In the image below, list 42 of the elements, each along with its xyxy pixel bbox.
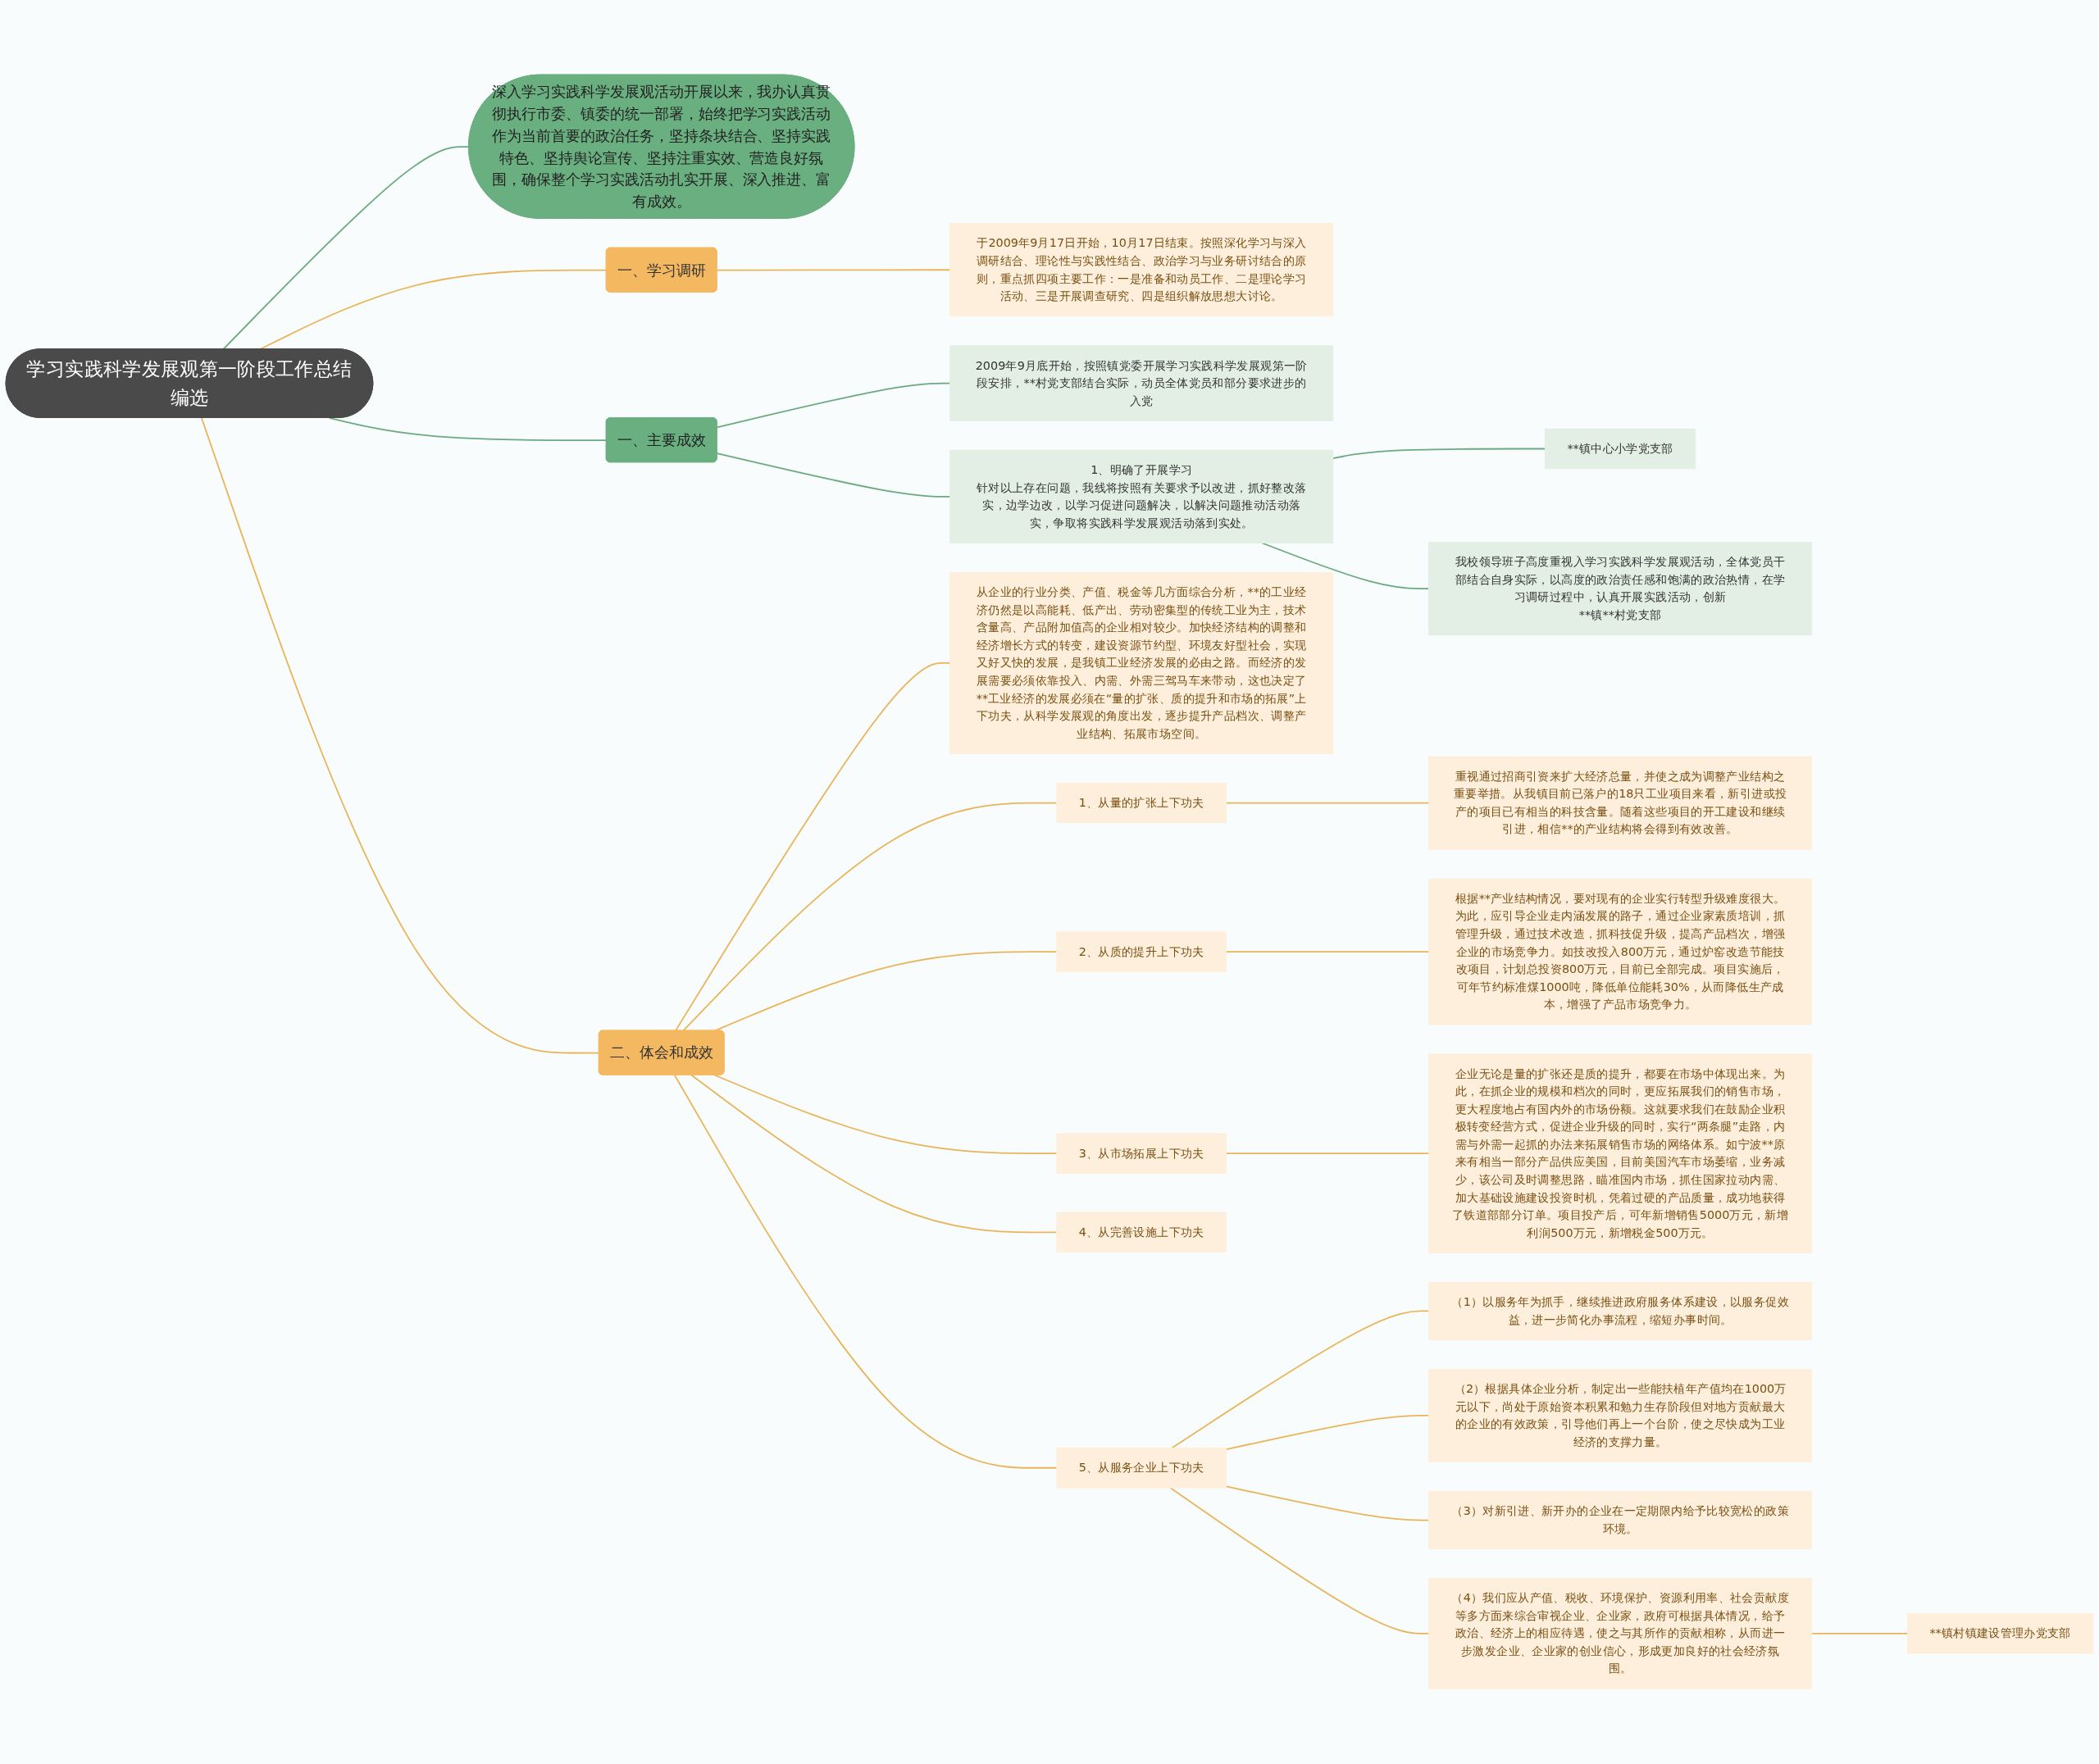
node-box: （2）根据具体企业分析，制定出一些能扶植年产值均在1000万元以下，尚处于原始资本积累和勉力生存阶段但对地方贡献最大的企业的有效政策，引导他们再上一个台阶，使之尽快成为工业经济的支撑力量。 [1428,1369,1813,1463]
connector [1169,1487,1430,1635]
connector [1225,802,1430,804]
connector [258,270,608,351]
connector [690,1074,1058,1234]
node-box: 5、从服务企业上下功夫 [1056,1448,1227,1489]
connector [1225,1153,1430,1155]
connector [1171,1310,1430,1449]
node-box: 2009年9月底开始，按照镇党委开展学习实践科学发展观第一阶段安排，**村党支部结合实际，动员全体党员和部分要求进步的入党 [949,345,1334,422]
connector [1225,951,1430,953]
node-box: **镇村镇建设管理办党支部 [1907,1613,2094,1654]
connector [200,417,600,1054]
connector [716,452,951,498]
node-box: （4）我们应从产值、税收、环境保护、资源利用率、社会贡献度等多方面来综合审视企业、企业家，政府可根据具体情况，给予政治、经济上的相应待遇，使之与其所作的贡献相称，从而进一步激发企业、企业家的创业信心，形成更加良好的社会经济氛围。 [1428,1578,1813,1689]
node-box: （3）对新引进、新开办的企业在一定期限内给予比较宽松的政策环境。 [1428,1491,1813,1550]
connector [673,1074,1058,1469]
connector [1261,542,1430,590]
connector [716,269,951,271]
node-box: 3、从市场拓展上下功夫 [1056,1133,1227,1175]
connector [1332,448,1546,460]
node-box: **镇中心小学党支部 [1545,429,1696,470]
connector [1225,1415,1430,1451]
connector [674,662,951,1032]
connector [1225,1485,1430,1521]
connector [713,951,1058,1032]
connector [713,1074,1058,1155]
node-box: 于2009年9月17日开始，10月17日结束。按照深化学习与深入调研结合、理论性与实践性结合、政治学习与业务研讨结合的原则，重点抓四项主要工作：一是准备和动员工作、二是理论学习活动、三是开展调查研究、四是组织解放思想大讨论。 [949,223,1334,317]
node-box: 1、明确了开展学习 针对以上存在问题，我线将按照有关要求予以改进，抓好整改落实，边学边改，以学习促进问题解决，以解决问题推动活动落实，争取将实践科学发展观活动落到实处。 [949,450,1334,544]
node-box: 2、从质的提升上下功夫 [1056,931,1227,973]
connector [716,382,951,429]
node-box: 1、从量的扩张上下功夫 [1056,783,1227,824]
node-box: 我校领导班子高度重视入学习实践科学发展观活动，全体党员干部结合自身实际，以高度的政治责任感和饱满的政治热情，在学习调研过程中，认真开展实践活动，创新 **镇**村党支部 [1428,542,1813,636]
node-box: 4、从完善设施上下功夫 [1056,1212,1227,1253]
connector [682,802,1058,1032]
node-box: 重视通过招商引资来扩大经济总量，并使之成为调整产业结构之重要举措。从我镇目前已落户的18只工业项目来看，新引进或投产的项目已有相当的科技含量。随着这些项目的开工建设和继续引进，相信**的产业结构将会得到有效改善。 [1428,756,1813,850]
node-box: 根据**产业结构情况，要对现有的企业实行转型升级难度很大。为此，应引导企业走内涵发展的路子，通过企业家素质培训，抓管理升级，通过技术改造，抓科技促升级，提高产品档次，增强企业的市场竞争力。如技改投入800万元，通过炉窑改造节能技改项目，计划总投资800万元，目前已全部完成。项目实施后，可年节约标准煤1000吨，降低单位能耗30%，从而降低生产成本，增强了产品市场竞争力。 [1428,878,1813,1025]
connector [222,146,470,351]
node-box: 从企业的行业分类、产值、税金等几方面综合分析，**的工业经济仍然是以高能耗、低产出、劳动密集型的传统工业为主，技术含量高、产品附加值高的企业相对较少。加快经济结构的调整和经济增长方式的转变，建设资源节约型、环境友好型社会，实现又好又快的发展，是我镇工业经济发展的必由之路。而经济的发展需要必须依靠投入、内需、外需三驾马车来带动，这也决定了**工业经济的发展必须在“量的扩张、质的提升和市场的拓展”上下功夫，从科学发展观的角度出发，逐步提升产品档次、调整产业结构、拓展市场空间。 [949,572,1334,755]
node-box: （1）以服务年为抓手，继续推进政府服务体系建设，以服务促效益，进一步简化办事流程，缩短办事时间。 [1428,1282,1813,1341]
connector [328,417,608,442]
node-box: 企业无论是量的扩张还是质的提升，都要在市场中体现出来。为此，在抓企业的规模和档次的同时，更应拓展我们的销售市场，更大程度地占有国内外的市场份额。这就要求我们在鼓励企业积极转变经营方式，促进企业升级的同时，实行“两条腿”走路，内需与外需一起抓的办法来拓展销售市场的网络体系。如宁波**原来有相当一部分产品供应美国，目前美国汽车市场萎缩，业务减少，该公司及时调整思路，瞄准国内市场，抓住国家拉动内需、加大基础设施建设投资时机，凭着过硬的产品质量，成功地获得了铁道部部分订单。项目投产后，可年新增销售5000万元，新增利润500万元，新增税金500万元。 [1428,1053,1813,1254]
connector [1810,1633,1909,1635]
